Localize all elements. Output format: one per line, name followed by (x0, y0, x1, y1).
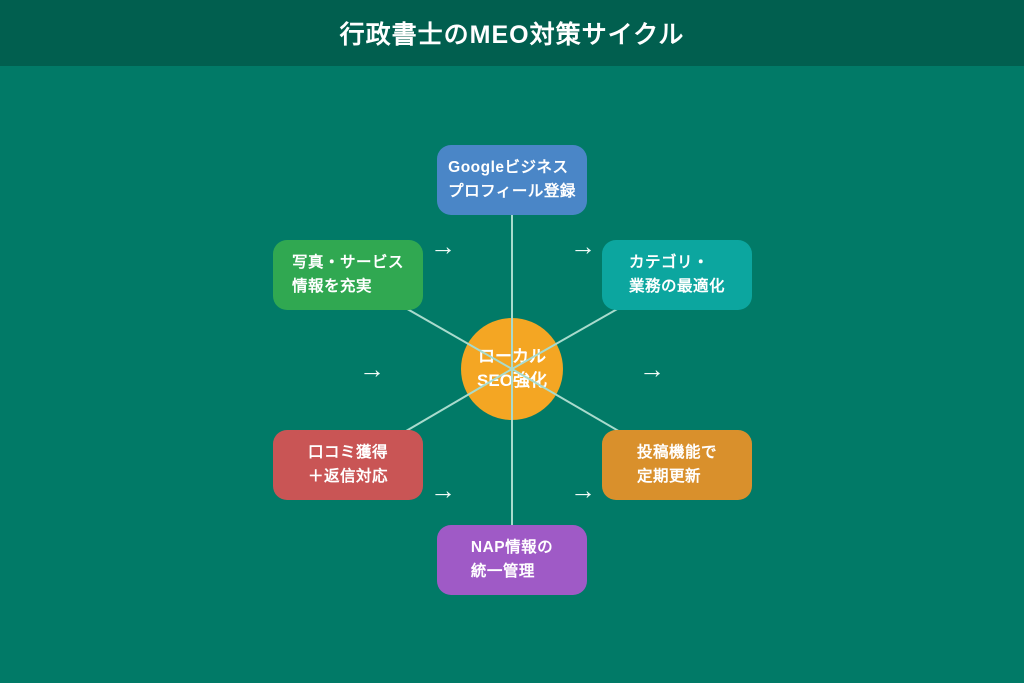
right-arrow-icon: → (570, 231, 596, 261)
right-arrow-icon: → (359, 354, 385, 384)
diagram-canvas: ローカル SEO強化 Googleビジネス プロフィール登録 カテゴリ・ 業務の… (0, 66, 1024, 683)
node-label: 口コミ獲得 ＋返信対応 (307, 444, 388, 485)
right-arrow-icon: → (430, 231, 456, 261)
node-label: NAP情報の 統一管理 (470, 539, 554, 580)
hub-local-seo: ローカル SEO強化 (461, 318, 563, 420)
hub-label-line2: SEO強化 (477, 371, 547, 390)
node-google-business-profile: Googleビジネス プロフィール登録 (437, 145, 587, 215)
node-label: カテゴリ・ 業務の最適化 (628, 254, 725, 295)
title-bar: 行政書士のMEO対策サイクル (0, 0, 1024, 66)
node-category-optimization: カテゴリ・ 業務の最適化 (602, 240, 752, 310)
page-title: 行政書士のMEO対策サイクル (339, 21, 685, 49)
node-photos-services-info: 写真・サービス 情報を充実 (273, 240, 423, 310)
node-label: 投稿機能で 定期更新 (636, 444, 717, 485)
right-arrow-icon: → (639, 354, 665, 384)
node-label: Googleビジネス プロフィール登録 (448, 159, 576, 200)
node-nap-consistency: NAP情報の 統一管理 (437, 525, 587, 595)
node-post-feature-updates: 投稿機能で 定期更新 (602, 430, 752, 500)
right-arrow-icon: → (430, 475, 456, 505)
right-arrow-icon: → (570, 475, 596, 505)
node-reviews-and-replies: 口コミ獲得 ＋返信対応 (273, 430, 423, 500)
node-label: 写真・サービス 情報を充実 (291, 254, 404, 295)
hub-label-line1: ローカル (478, 347, 546, 366)
